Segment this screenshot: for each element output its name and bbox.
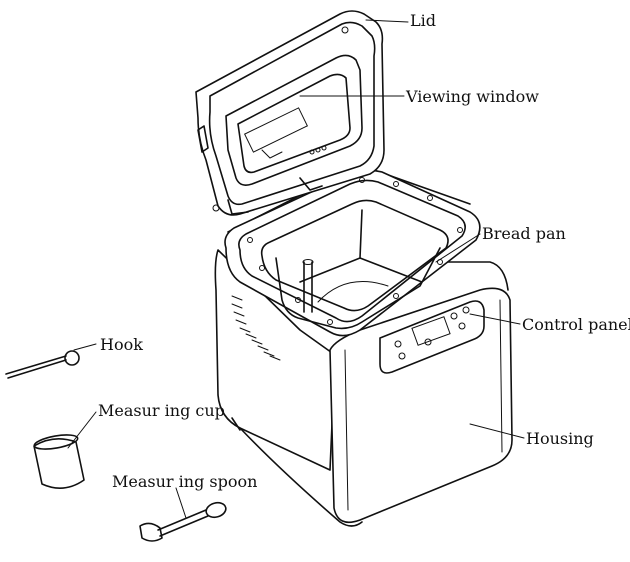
label-viewing-window: Viewing window xyxy=(406,87,539,106)
viewing-window xyxy=(225,54,363,186)
measuring-spoon xyxy=(139,501,227,542)
control-panel xyxy=(379,300,485,374)
leader-control-panel xyxy=(469,313,521,325)
vent-slots xyxy=(231,295,281,361)
bread-pan xyxy=(260,199,449,330)
label-control-panel: Control panel xyxy=(522,315,630,334)
leader-housing xyxy=(469,423,525,439)
measuring-cup xyxy=(33,434,85,489)
label-housing: Housing xyxy=(526,429,594,448)
hook-accessory xyxy=(5,350,80,379)
leader-lines xyxy=(67,19,525,519)
label-measuring-spoon: Measur ing spoon xyxy=(112,472,258,491)
label-bread-pan: Bread pan xyxy=(482,224,566,243)
leader-measuring-spoon xyxy=(175,487,187,519)
leader-measuring-cup xyxy=(67,411,97,449)
leader-lid xyxy=(365,19,409,23)
lid xyxy=(195,10,385,216)
leader-hook xyxy=(73,343,97,351)
label-hook: Hook xyxy=(100,335,143,354)
label-measuring-cup: Measur ing cup xyxy=(98,401,225,420)
leader-bread-pan xyxy=(435,233,481,263)
label-lid: Lid xyxy=(410,11,436,30)
